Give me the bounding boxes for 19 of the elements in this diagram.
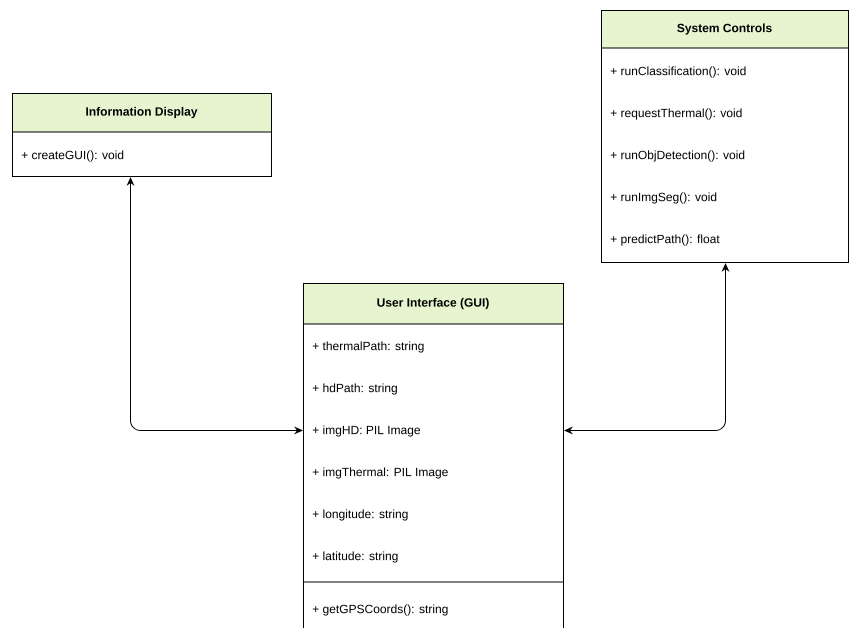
member-text: + predictPath(): float [610, 234, 720, 246]
member-text: + runImgSeg(): void [610, 192, 716, 204]
member-text: + longitude: string [312, 509, 408, 521]
member-text: + imgHD: PIL Image [312, 425, 420, 437]
class-name: User Interface (GUI) [377, 298, 489, 310]
member-text: + createGUI(): void [22, 150, 124, 162]
class-box [302, 282, 564, 628]
member-text: + latitude: string [312, 551, 398, 563]
class-box [12, 92, 272, 177]
member-text: + getGPSCoords(): string [312, 604, 448, 616]
member-text: + hdPath: string [312, 383, 397, 395]
member-text: + imgThermal: PIL Image [312, 467, 448, 479]
member-text: + runClassification(): void [610, 66, 746, 78]
class-box [600, 10, 849, 263]
member-text: + thermalPath: string [312, 341, 424, 353]
member-text: + runObjDetection(): void [610, 150, 744, 162]
member-text: + requestThermal(): void [610, 108, 742, 120]
class-name: Information Display [86, 106, 198, 118]
class-name: System Controls [677, 23, 772, 35]
